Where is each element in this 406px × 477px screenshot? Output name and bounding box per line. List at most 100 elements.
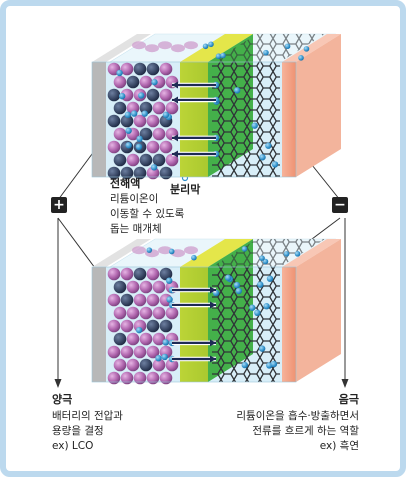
cell-outline <box>91 61 297 178</box>
cathode-particle <box>146 371 160 385</box>
cathode-particle-dark <box>126 75 140 89</box>
cathode-particle <box>171 249 185 258</box>
lithium-ion <box>241 246 248 252</box>
cathode-particle-dark <box>159 267 173 281</box>
lithium-ion <box>241 361 249 369</box>
anode-collector-top <box>282 34 341 62</box>
cathode-particle-dark <box>107 88 121 102</box>
electrolyte-desc-line-1: 리튬이온이 <box>110 193 159 205</box>
cathode-particle-dark <box>133 267 147 281</box>
lithium-ion <box>125 127 132 134</box>
cathode-particle <box>107 267 121 281</box>
lithium-ion <box>266 275 274 282</box>
anode-collector-side <box>296 239 341 382</box>
lithium-ion <box>191 254 197 261</box>
lithium-ion <box>254 309 261 317</box>
arrow-head <box>210 301 216 309</box>
cathode-particle <box>146 140 160 154</box>
cathode-particle <box>133 114 147 128</box>
anode-desc-line-3: ex) 흑연 <box>319 440 359 452</box>
lithium-ion <box>259 255 265 261</box>
cathode-particle <box>152 332 166 346</box>
lithium-ion <box>235 287 243 295</box>
anode-title: 음극 <box>338 393 359 406</box>
plus-line-lower <box>57 217 96 269</box>
cathode-particle <box>113 75 127 89</box>
cathode-particle <box>145 44 159 53</box>
cathode-particle <box>113 306 127 320</box>
cathode-particle-dark <box>133 62 147 76</box>
lithium-ion <box>130 110 138 117</box>
cathode-particle <box>113 127 127 141</box>
cathode-collector-top <box>92 34 151 62</box>
cathode-title: 양극 <box>52 393 73 406</box>
cathode-particle <box>152 280 166 294</box>
cathode-desc-line-3: ex) LCO <box>52 440 94 452</box>
cathode-particle-dark <box>159 319 173 333</box>
cathode-particle <box>146 267 160 281</box>
cathode-particle-dark <box>113 332 127 346</box>
lithium-ion <box>124 111 132 119</box>
plus-line-upper <box>57 149 96 201</box>
cell-outline <box>91 266 297 383</box>
lithium-ion <box>166 296 173 303</box>
lithium-ion <box>284 43 291 50</box>
lithium-ion <box>138 92 145 99</box>
cathode-particle <box>165 306 179 320</box>
graphite-top <box>212 34 325 62</box>
cathode-particle <box>152 101 166 115</box>
cathode-particle <box>159 62 173 76</box>
cathode-particle-dark <box>113 101 127 115</box>
anode-desc-line-2: 전류를 흐르게 하는 역할 <box>252 425 359 437</box>
cathode-particle <box>120 62 134 76</box>
cathode-particle <box>184 246 198 255</box>
arrow-head <box>210 339 216 347</box>
cathode-particle <box>107 293 121 307</box>
cathode-particle-dark <box>146 319 160 333</box>
graphite-top <box>212 239 325 267</box>
lithium-ion <box>257 281 264 288</box>
lithium-ion <box>233 281 241 289</box>
cathode-particle-dark <box>107 114 121 128</box>
cathode-particle-dark <box>113 280 127 294</box>
lithium-ion <box>262 258 269 265</box>
cathode-particle-dark <box>139 358 153 372</box>
cathode-collector-front <box>92 267 106 382</box>
minus-sign-icon: − <box>332 197 348 213</box>
anode-pointer-arrowhead <box>341 379 349 388</box>
lithium-ion <box>249 304 256 311</box>
lithium-ion <box>151 78 158 86</box>
lithium-ion <box>125 142 132 149</box>
cathode-particle <box>152 75 166 89</box>
arrow-head <box>172 96 178 104</box>
cathode-particle <box>107 371 121 385</box>
lithium-ion <box>233 87 241 94</box>
cathode-particle <box>107 319 121 333</box>
anode-collector-top <box>282 239 341 267</box>
lithium-ion <box>271 161 279 168</box>
arrow-head <box>210 355 216 363</box>
lithium-ion <box>298 55 304 61</box>
cathode-particle <box>133 371 147 385</box>
lithium-ion <box>259 154 266 161</box>
lithium-ion <box>220 52 226 59</box>
anode-desc-line-1: 리튬이온을 흡수·방출하면서 <box>236 410 359 422</box>
separator-front <box>180 62 208 177</box>
cathode-particle <box>120 345 134 359</box>
anode-collector-front <box>282 267 296 382</box>
cathode-particle-dark <box>120 166 134 180</box>
electrolyte-title: 전해액 <box>110 177 141 190</box>
cathode-particle <box>159 371 173 385</box>
lithium-ion <box>150 164 158 171</box>
ion-flow-arrow <box>168 339 216 347</box>
lithium-ion <box>136 135 143 143</box>
lithium-ion <box>224 274 232 281</box>
ion-flow-arrow <box>172 150 220 158</box>
lithium-ion <box>162 111 170 119</box>
cathode-particle-dark <box>159 166 173 180</box>
cathode-particle <box>146 293 160 307</box>
cathode-particle <box>132 246 146 255</box>
cathode-particle <box>139 306 153 320</box>
cathode-particle <box>152 358 166 372</box>
